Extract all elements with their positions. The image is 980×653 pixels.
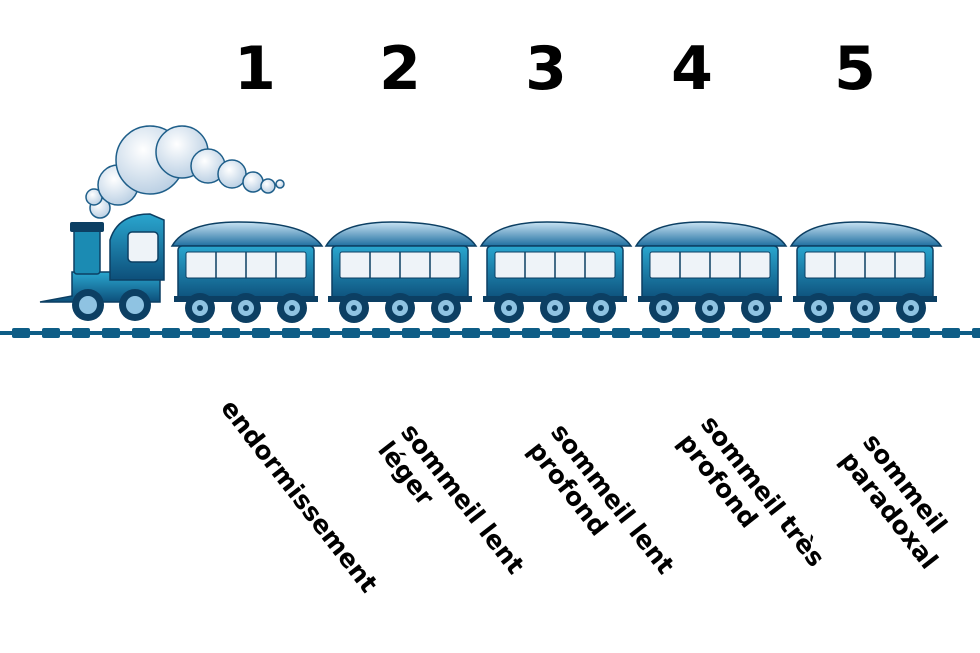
rail-tie <box>762 328 780 338</box>
rail-tie <box>552 328 570 338</box>
smoke-cloud-icon <box>85 125 285 219</box>
stage-number: 5 <box>834 34 876 104</box>
rail-tie <box>942 328 960 338</box>
stage-number: 3 <box>525 34 567 104</box>
rail-tie <box>432 328 450 338</box>
rail-tie <box>642 328 660 338</box>
rail-tie <box>102 328 120 338</box>
rail-tie <box>822 328 840 338</box>
rail-tie <box>252 328 270 338</box>
rail-tie <box>282 328 300 338</box>
rail-tie <box>222 328 240 338</box>
stage-number: 4 <box>671 34 713 104</box>
rail-track-icon <box>0 328 980 338</box>
train-car-icon <box>789 221 943 323</box>
rail-tie <box>462 328 480 338</box>
rail-tie <box>12 328 30 338</box>
rail-tie <box>582 328 600 338</box>
rail-tie <box>612 328 630 338</box>
train-car-icon <box>634 221 788 323</box>
rail-tie <box>132 328 150 338</box>
rail-tie <box>732 328 750 338</box>
rail-tie <box>42 328 60 338</box>
rail-tie <box>972 328 980 338</box>
rail-tie <box>162 328 180 338</box>
rail-tie <box>792 328 810 338</box>
rail-tie <box>522 328 540 338</box>
rail-tie <box>702 328 720 338</box>
rail-tie <box>192 328 210 338</box>
rail-tie <box>672 328 690 338</box>
rail-tie <box>912 328 930 338</box>
rail-tie <box>372 328 390 338</box>
rail-tie <box>492 328 510 338</box>
stage-number: 2 <box>379 34 421 104</box>
train-car-icon <box>324 221 478 323</box>
rail-tie <box>402 328 420 338</box>
rail-tie <box>312 328 330 338</box>
train-car-icon <box>479 221 633 323</box>
rail-tie <box>72 328 90 338</box>
rail-tie <box>852 328 870 338</box>
train-car-icon <box>170 221 324 323</box>
rail-tie <box>342 328 360 338</box>
rail-tie <box>882 328 900 338</box>
stage-number: 1 <box>234 34 276 104</box>
locomotive-icon <box>39 213 165 321</box>
